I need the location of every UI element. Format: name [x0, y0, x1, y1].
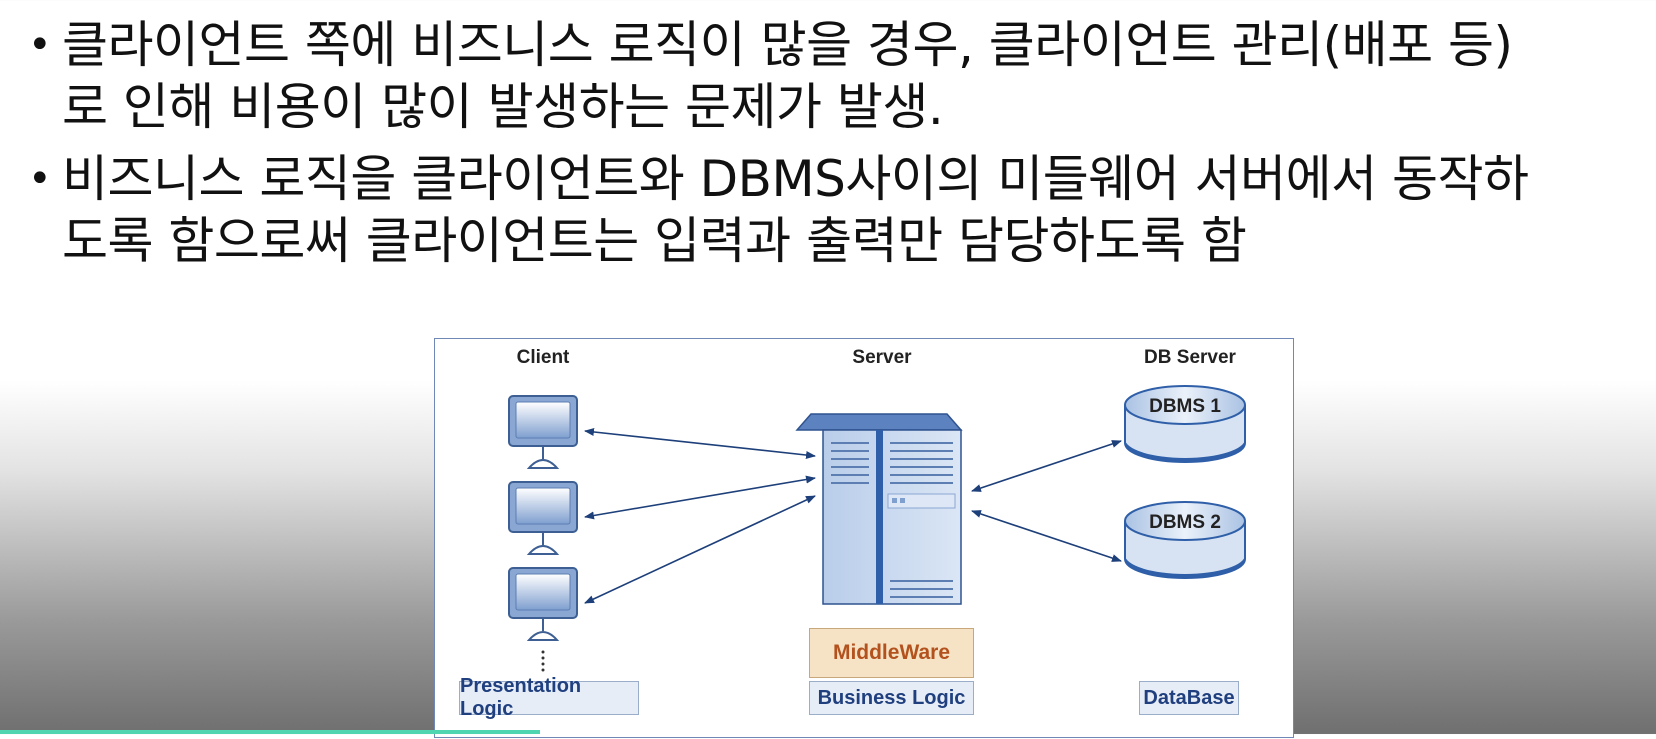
server-tower-icon [795, 413, 963, 605]
video-progress-bar[interactable] [0, 730, 540, 734]
bullet-dot: • [28, 156, 52, 202]
business-logic-box: Business Logic [809, 681, 974, 715]
middleware-box: MiddleWare [809, 628, 974, 678]
bullet-1-line-1: 클라이언트 쪽에 비즈니스 로직이 많을 경우, 클라이언트 관리(배포 등) [62, 16, 1513, 74]
client-title: Client [516, 347, 570, 368]
dbms-2-label: DBMS 2 [1149, 512, 1221, 533]
ellipsis-dots [541, 650, 545, 672]
bullet-dot: • [28, 22, 52, 68]
diagram-graphics [508, 385, 1246, 672]
server-title: Server [852, 347, 912, 368]
arrow-server-dbms1 [971, 440, 1122, 492]
bullet-item-1: • 클라이언트 쪽에 비즈니스 로직이 많을 경우, 클라이언트 관리(배포 등… [24, 14, 1644, 138]
presentation-logic-box: Presentation Logic [459, 675, 639, 720]
database-box: DataBase [1139, 681, 1239, 715]
dbms-1-label: DBMS 1 [1149, 396, 1221, 417]
monitor-icon [508, 567, 578, 641]
bullet-item-2: • 비즈니스 로직을 클라이언트와 DBMS사이의 미들웨어 서버에서 동작하 … [24, 148, 1644, 272]
arrow-client1-server [584, 427, 816, 460]
monitor-icon [508, 395, 578, 469]
bullet-2-line-1: 비즈니스 로직을 클라이언트와 DBMS사이의 미들웨어 서버에서 동작하 [62, 150, 1529, 208]
arrow-client3-server [584, 495, 816, 604]
arrow-server-dbms2 [971, 510, 1122, 562]
database-cylinder-icon [1124, 385, 1246, 463]
db-server-title: DB Server [1144, 347, 1236, 368]
bullet-2-line-2: 도록 함으로써 클라이언트는 입력과 출력만 담당하도록 함 [62, 212, 1247, 270]
bullet-list: • 클라이언트 쪽에 비즈니스 로직이 많을 경우, 클라이언트 관리(배포 등… [24, 14, 1644, 282]
arrow-client2-server [584, 475, 816, 520]
monitor-icon [508, 481, 578, 555]
three-tier-diagram: Client Server DB Server DBMS 1 DBMS 2 Mi… [434, 338, 1294, 738]
database-cylinder-icon [1124, 501, 1246, 579]
bullet-1-line-2: 로 인해 비용이 많이 발생하는 문제가 발생. [62, 78, 944, 136]
